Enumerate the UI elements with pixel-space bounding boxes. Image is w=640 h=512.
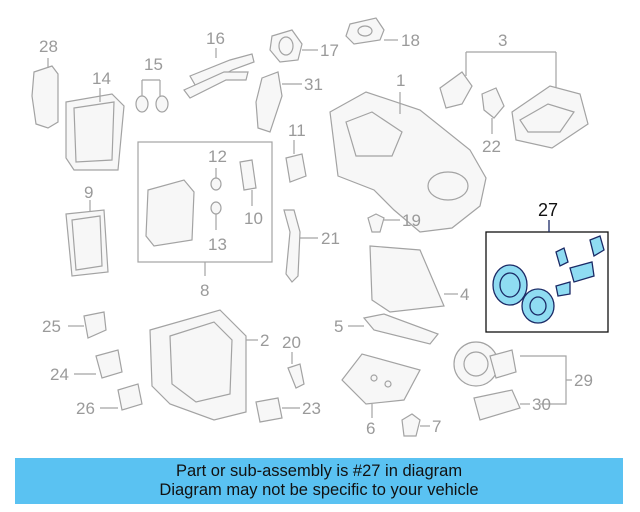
notice-line-2: Diagram may not be specific to your vehi… [159, 481, 479, 499]
callout-5: 5 [334, 317, 343, 336]
callout-25: 25 [42, 317, 61, 336]
callout-6: 6 [366, 419, 375, 438]
part-11-relay [285, 140, 307, 183]
callout-17: 17 [320, 41, 339, 60]
callout-30: 30 [532, 395, 551, 414]
callout-3: 3 [498, 31, 507, 50]
callout-12: 12 [208, 147, 227, 166]
part-6-plate [341, 353, 421, 418]
part-1-heater-unit [329, 91, 487, 233]
part-28-bracket [31, 58, 59, 129]
part-22-clip [481, 87, 505, 134]
part-21-hose [283, 209, 318, 283]
part-30-unit [473, 389, 530, 421]
part-29-blower [453, 341, 572, 405]
part-7-bolt [401, 413, 430, 437]
callout-18: 18 [401, 31, 420, 50]
callout-19: 19 [402, 211, 421, 230]
part-25-clip [68, 311, 107, 339]
callout-31: 31 [304, 75, 323, 94]
callout-2: 2 [260, 331, 269, 350]
callout-14: 14 [92, 69, 111, 88]
callout-21: 21 [321, 229, 340, 248]
callout-16: 16 [206, 29, 225, 48]
part-24-actuator [74, 349, 123, 379]
callout-22: 22 [482, 137, 501, 156]
callout-23: 23 [302, 399, 321, 418]
part-17-gasket [269, 29, 318, 63]
part-20-sensor [287, 352, 305, 389]
callout-13: 13 [208, 235, 227, 254]
callout-29: 29 [574, 371, 593, 390]
callout-20: 20 [282, 333, 301, 352]
part-2-duct [149, 309, 258, 421]
part-18-grommet [345, 17, 398, 45]
callout-11: 11 [288, 121, 306, 140]
part-3-assembly [439, 51, 589, 149]
callout-26: 26 [76, 399, 95, 418]
callout-7: 7 [432, 417, 441, 436]
callout-27: 27 [538, 200, 558, 220]
part-31-bracket [255, 71, 302, 133]
part-15-orings [135, 79, 169, 113]
callout-15: 15 [144, 55, 163, 74]
callout-4: 4 [460, 285, 469, 304]
part-14-evaporator [65, 88, 125, 171]
callout-10: 10 [244, 209, 263, 228]
part-26-actuator [100, 383, 143, 411]
part-8-group [137, 141, 273, 276]
part-19-bolt [367, 213, 400, 233]
callout-1: 1 [396, 71, 405, 90]
notice-line-1: Part or sub-assembly is #27 in diagram [175, 462, 463, 480]
callout-9: 9 [84, 183, 93, 202]
parts-diagram: 28 14 15 16 17 18 31 [31, 17, 609, 438]
callout-8: 8 [200, 281, 209, 300]
notice-banner: Part or sub-assembly is #27 in diagram D… [15, 458, 623, 504]
part-4-cover [369, 245, 458, 313]
part-5-seal [348, 313, 439, 345]
part-16-pipe [183, 48, 255, 99]
part-9-filter [65, 200, 109, 277]
callout-28: 28 [39, 37, 58, 56]
callout-24: 24 [50, 365, 69, 384]
part-23-resistor [255, 397, 300, 423]
part-27-highlighted-assembly[interactable] [485, 220, 609, 333]
